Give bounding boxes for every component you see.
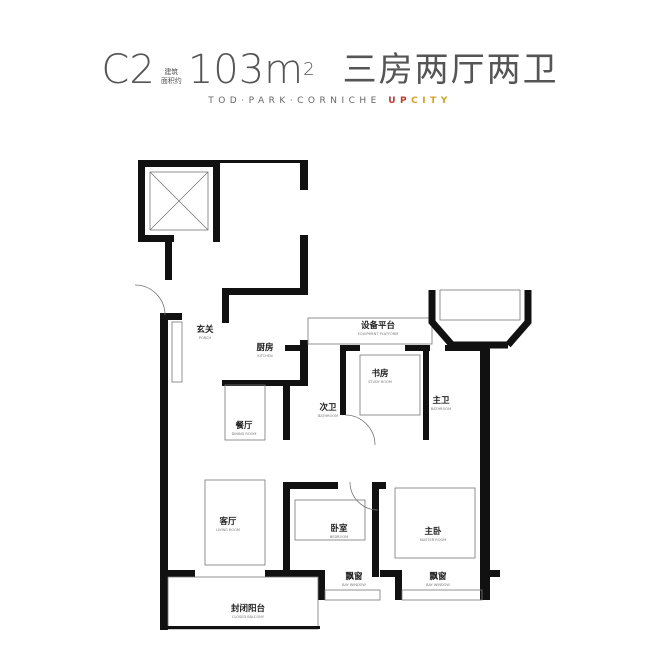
brand-city: CITY [411,96,452,106]
layout-type: 三房两厅两卫 [342,50,559,90]
svg-text:DINING ROOM: DINING ROOM [232,432,257,436]
area-number: 103m [187,47,304,93]
svg-text:BAY WINDOW: BAY WINDOW [426,583,450,587]
svg-text:次卫: 次卫 [319,402,337,413]
area-sup: 2 [303,59,315,80]
svg-text:主卧: 主卧 [424,526,442,537]
project-name: TOD·PARK·CORNICHE UPCITY [0,96,660,106]
svg-text:PORCH: PORCH [199,336,212,340]
svg-text:BAY WINDOW: BAY WINDOW [342,583,366,587]
svg-text:客厅: 客厅 [218,516,237,527]
svg-text:EQUIPMENT PLATFORM: EQUIPMENT PLATFORM [358,332,398,336]
area-label-line1: 建筑 [164,68,179,76]
svg-text:BEDROOM: BEDROOM [330,535,348,539]
svg-text:餐厅: 餐厅 [234,420,253,431]
svg-text:设备平台: 设备平台 [361,320,396,331]
svg-text:MASTER ROOM: MASTER ROOM [420,538,447,542]
svg-text:KITCHEN: KITCHEN [257,354,273,358]
svg-text:BATHROOM: BATHROOM [431,407,451,411]
project-prefix: TOD·PARK·CORNICHE [208,96,381,106]
svg-text:LIVING ROOM: LIVING ROOM [216,528,240,532]
walls [134,160,532,630]
area-label: 建筑 面积约 [161,68,182,86]
svg-text:封闭阳台: 封闭阳台 [231,603,266,614]
unit-code: C2 [101,47,155,93]
svg-text:玄关: 玄关 [196,324,214,335]
svg-text:厨房: 厨房 [256,342,273,353]
title-row: C2 建筑 面积约 103m2 三房两厅两卫 [0,40,660,90]
area-value: 103m2 [188,50,315,90]
brand-up: UP [388,96,412,106]
area-label-line2: 面积约 [160,77,182,85]
svg-text:BATHROOM: BATHROOM [318,414,338,418]
svg-text:飘窗: 飘窗 [345,571,363,582]
svg-text:主卫: 主卫 [432,395,450,406]
svg-text:书房: 书房 [371,368,388,379]
header: C2 建筑 面积约 103m2 三房两厅两卫 TOD·PARK·CORNICHE… [0,40,660,106]
svg-text:STUDY ROOM: STUDY ROOM [368,380,392,384]
svg-text:卧室: 卧室 [330,523,348,534]
svg-text:飘窗: 飘窗 [429,571,447,582]
svg-text:CLOSED BALCONY: CLOSED BALCONY [232,615,265,619]
